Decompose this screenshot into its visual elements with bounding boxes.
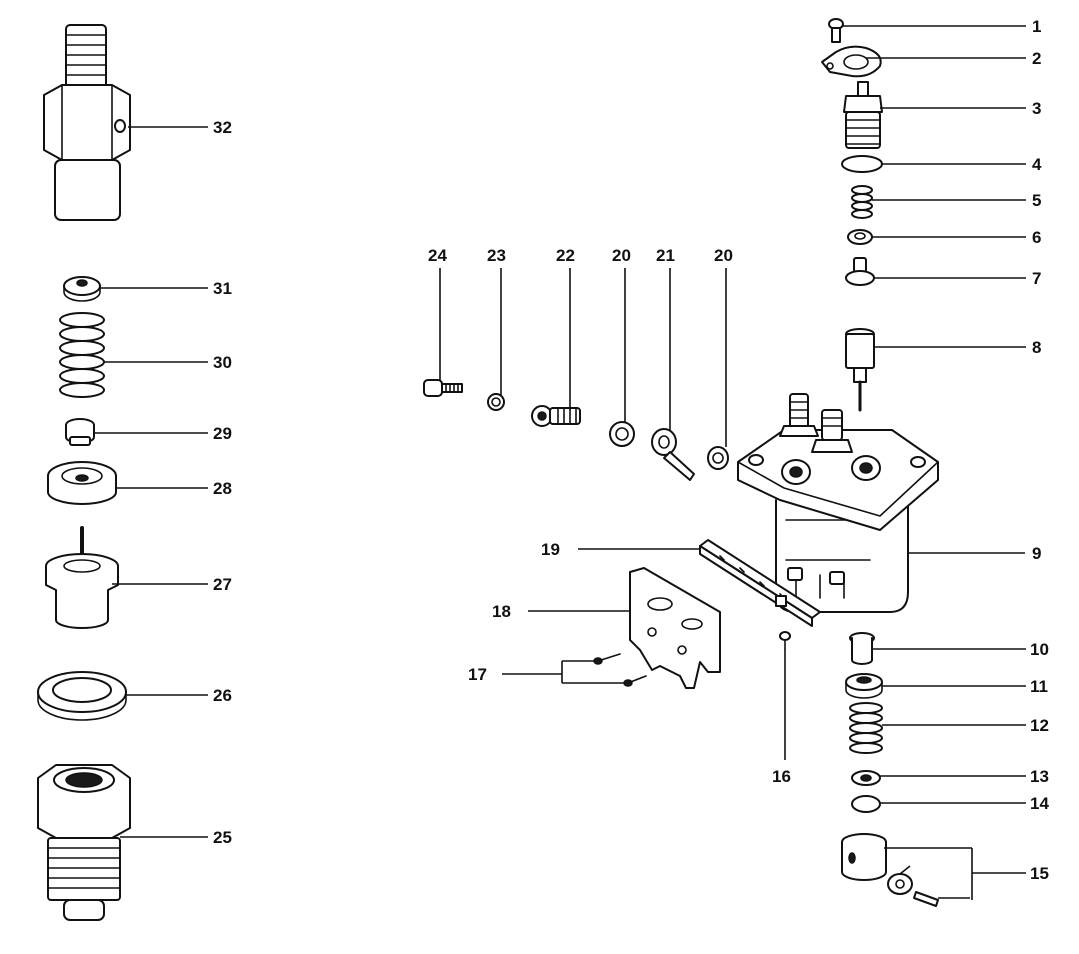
callout-18: 18 xyxy=(492,602,511,621)
part-17-screws xyxy=(593,653,647,687)
callout-12: 12 xyxy=(1030,716,1049,735)
callout-5: 5 xyxy=(1032,191,1041,210)
part-15-tappet xyxy=(841,833,939,907)
callout-30: 30 xyxy=(213,353,232,372)
callout-23: 23 xyxy=(487,246,506,265)
callout-17: 17 xyxy=(468,665,487,684)
leader-15 xyxy=(884,847,1026,900)
part-20-washer-a xyxy=(609,421,635,447)
callout-21: 21 xyxy=(656,246,675,265)
part-11-washer xyxy=(845,673,883,699)
callout-13: 13 xyxy=(1030,767,1049,786)
callout-3: 3 xyxy=(1032,99,1041,118)
part-26-gasket xyxy=(37,671,127,721)
part-23-washer xyxy=(487,393,505,411)
callout-10: 10 xyxy=(1030,640,1049,659)
part-31-washer xyxy=(63,276,101,302)
part-27-plunger xyxy=(45,526,119,629)
part-18-plate xyxy=(629,567,721,689)
callout-11: 11 xyxy=(1030,677,1048,696)
part-14-disc xyxy=(851,795,881,813)
callout-7: 7 xyxy=(1032,269,1041,288)
callout-27: 27 xyxy=(213,575,232,594)
callout-26: 26 xyxy=(213,686,232,705)
callout-20b: 20 xyxy=(714,246,733,265)
part-10-spring-seat xyxy=(849,632,875,665)
part-24-screw xyxy=(423,379,463,397)
part-25-holder xyxy=(37,764,131,921)
leader-17 xyxy=(502,660,626,684)
part-12-spring xyxy=(849,702,883,754)
callout-2: 2 xyxy=(1032,49,1041,68)
part-2-lock-plate xyxy=(821,45,882,78)
part-16-pin xyxy=(779,631,791,649)
part-7-valve xyxy=(845,257,875,286)
part-28-cap xyxy=(47,461,117,505)
callout-32: 32 xyxy=(213,118,232,137)
callout-29: 29 xyxy=(213,424,232,443)
callout-8: 8 xyxy=(1032,338,1041,357)
callout-9: 9 xyxy=(1032,544,1041,563)
part-8-plunger xyxy=(845,328,875,412)
part-32-union-fitting xyxy=(43,24,131,221)
part-20-washer-b xyxy=(707,446,729,470)
part-1-screw xyxy=(828,18,844,43)
part-19-rack xyxy=(699,539,821,627)
callout-25: 25 xyxy=(213,828,232,847)
part-21-banjo-fitting xyxy=(651,428,695,481)
part-29-seat xyxy=(65,418,95,446)
part-30-spring xyxy=(59,312,105,398)
callout-4: 4 xyxy=(1032,155,1042,174)
part-6-washer xyxy=(847,229,873,245)
part-3-valve-holder xyxy=(843,81,883,149)
callout-28: 28 xyxy=(213,479,232,498)
callout-6: 6 xyxy=(1032,228,1041,247)
callout-22: 22 xyxy=(556,246,575,265)
callout-19: 19 xyxy=(541,540,560,559)
part-22-banjo-bolt xyxy=(531,405,581,427)
callout-31: 31 xyxy=(213,279,232,298)
callout-16: 16 xyxy=(772,767,791,786)
callout-15: 15 xyxy=(1030,864,1049,883)
callout-14: 14 xyxy=(1030,794,1049,813)
part-5-spring xyxy=(851,185,873,219)
callout-24: 24 xyxy=(428,246,447,265)
part-4-o-ring xyxy=(841,155,883,173)
callout-1: 1 xyxy=(1032,17,1041,36)
part-13-retainer xyxy=(851,770,881,786)
callout-20a: 20 xyxy=(612,246,631,265)
